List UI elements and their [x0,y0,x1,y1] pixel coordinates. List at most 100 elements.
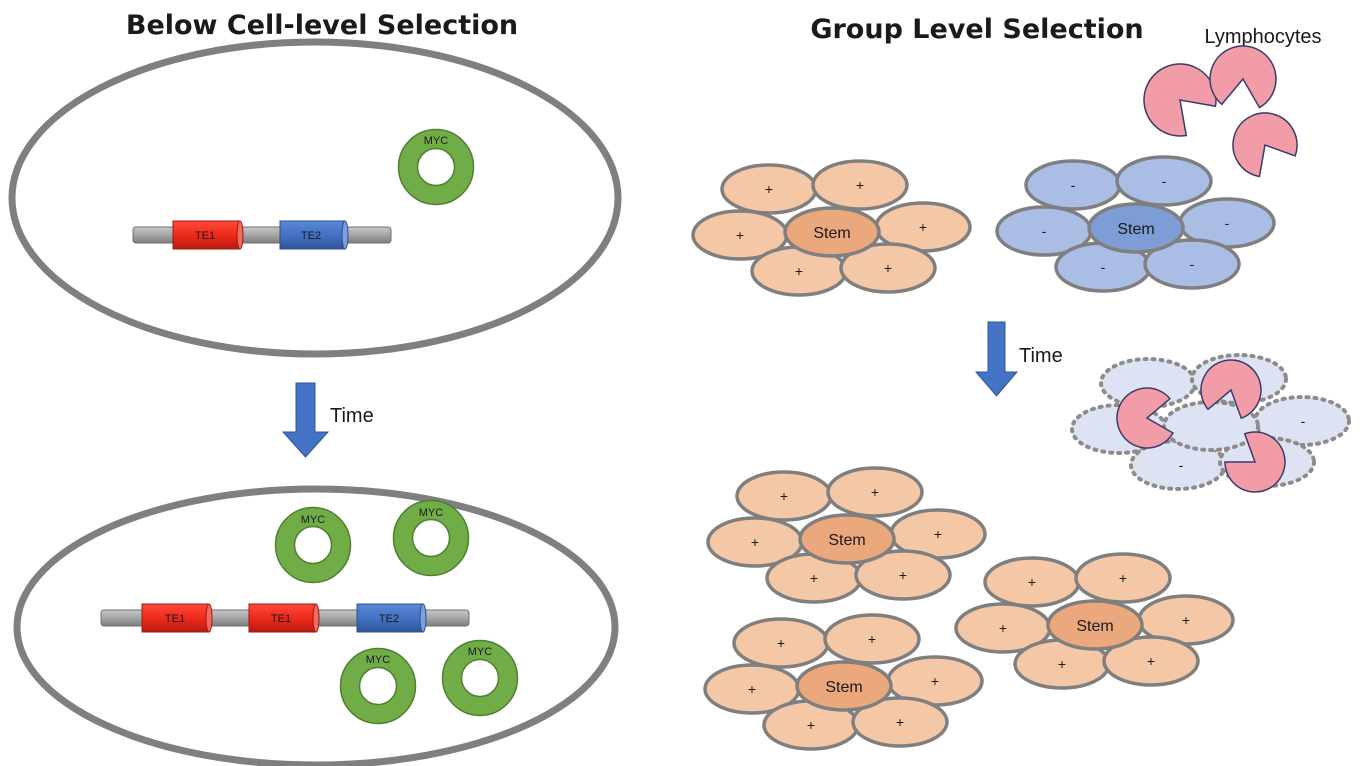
myc-ring-icon [442,640,518,716]
colony-cell [1143,238,1241,290]
lymphocytes [1116,45,1298,493]
cell-membrane-before [8,38,622,358]
lymphocyte-icon [1224,431,1286,493]
te2-label: TE2 [301,230,321,242]
plus-sign: + [777,635,785,651]
minus-sign: - [1225,215,1230,231]
plus-sign: + [795,263,803,279]
stem-label: Stem [813,225,850,242]
plus-sign: + [807,717,815,733]
plus-sign: + [736,227,744,243]
plus-sign: + [765,181,773,197]
stem-cell [1046,599,1144,651]
te1-element: TE1 [141,603,213,633]
lymphocyte-icon [1200,359,1262,420]
lymphocytes-label: Lymphocytes [1204,26,1321,48]
plus-sign: + [868,631,876,647]
plus-sign: + [931,673,939,689]
chromosome-after: TE1 TE1 TE2 [100,603,470,633]
right-title: Group Level Selection [810,14,1143,45]
minus-sign: - [1071,177,1076,193]
stem-cell [783,206,881,258]
colony-cell [1102,635,1200,687]
myc-label: MYC [468,646,493,658]
myc-ring-icon [340,648,416,724]
minus-sign: - [1042,223,1047,239]
stem-cell [798,513,896,565]
colonies: ++++++Stem------Stem--++++++Stem++++++St… [691,155,1351,751]
te2-element: TE2 [279,220,349,250]
stem-label: Stem [1117,221,1154,238]
minus-sign: - [1162,173,1167,189]
colony-positive-3: + + + + + + Stem [703,613,984,751]
colony-positive-top: + + + + + + Stem [691,159,972,297]
time-arrow-icon [974,321,1019,397]
plus-sign: + [1028,574,1036,590]
plus-sign: + [810,570,818,586]
plus-sign: + [899,567,907,583]
te1-label: TE1 [165,613,185,625]
time-label-left: Time [330,405,374,427]
plus-sign: + [1147,653,1155,669]
minus-sign: - [1301,413,1306,429]
plus-sign: + [896,714,904,730]
plus-sign: + [751,534,759,550]
plus-sign: + [1182,612,1190,628]
plus-sign: + [856,177,864,193]
plus-sign: + [871,484,879,500]
time-arrow-right: Time [974,321,1063,397]
plus-sign: + [934,526,942,542]
plus-sign: + [780,488,788,504]
plus-sign: + [999,620,1007,636]
myc-label: MYC [301,514,326,526]
chromosome-before: TE1 TE2 [132,220,392,250]
colony-cell [823,613,921,665]
myc-ring: MYC [397,128,475,206]
myc-ring: MYC [392,499,470,577]
stem-label: Stem [1076,618,1113,635]
myc-ring-icon [393,500,469,576]
myc-ring-icon [275,507,351,583]
colony-cell [1115,155,1213,207]
te1-label: TE1 [271,613,291,625]
colony-cell [826,466,924,518]
myc-label: MYC [419,507,444,519]
plus-sign: + [1119,570,1127,586]
plus-sign: + [748,681,756,697]
colony-cell [839,242,937,294]
te2-element: TE2 [356,603,427,633]
time-label-right: Time [1019,345,1063,367]
colony-positive-2: ++++++Stem [954,552,1235,690]
myc-ring-icon [398,129,474,205]
myc-label: MYC [424,135,449,147]
te1-element: TE1 [248,603,320,633]
colony-positive-1: + + + + + + Stem [706,466,987,604]
myc-ring: MYC [339,647,417,725]
stem-label: Stem [828,532,865,549]
cell-after: TE1 TE1 TE2 MYC MYC [13,485,619,766]
te2-label: TE2 [379,613,399,625]
lymphocyte-icon [1143,63,1217,137]
te1-element: TE1 [172,220,244,250]
stem-cell [795,660,893,712]
stem-cell [1087,202,1185,254]
minus-sign: - [1101,259,1106,275]
colony-cell [811,159,909,211]
colony-cell [1074,552,1172,604]
time-arrow-left: Time [281,382,374,458]
colony-cell [854,549,952,601]
colony-negative: ------Stem [995,155,1276,293]
time-arrow-icon [281,382,330,458]
lymphocyte-icon [1209,45,1277,109]
colony-cell [851,696,949,748]
te1-label: TE1 [195,230,215,242]
left-title: Below Cell-level Selection [126,10,518,41]
stem-label: Stem [825,679,862,696]
myc-ring: MYC [274,506,352,584]
myc-ring: MYC [441,639,519,717]
plus-sign: + [919,219,927,235]
cell-membrane-after [13,485,619,766]
myc-label: MYC [366,654,391,666]
plus-sign: + [884,260,892,276]
